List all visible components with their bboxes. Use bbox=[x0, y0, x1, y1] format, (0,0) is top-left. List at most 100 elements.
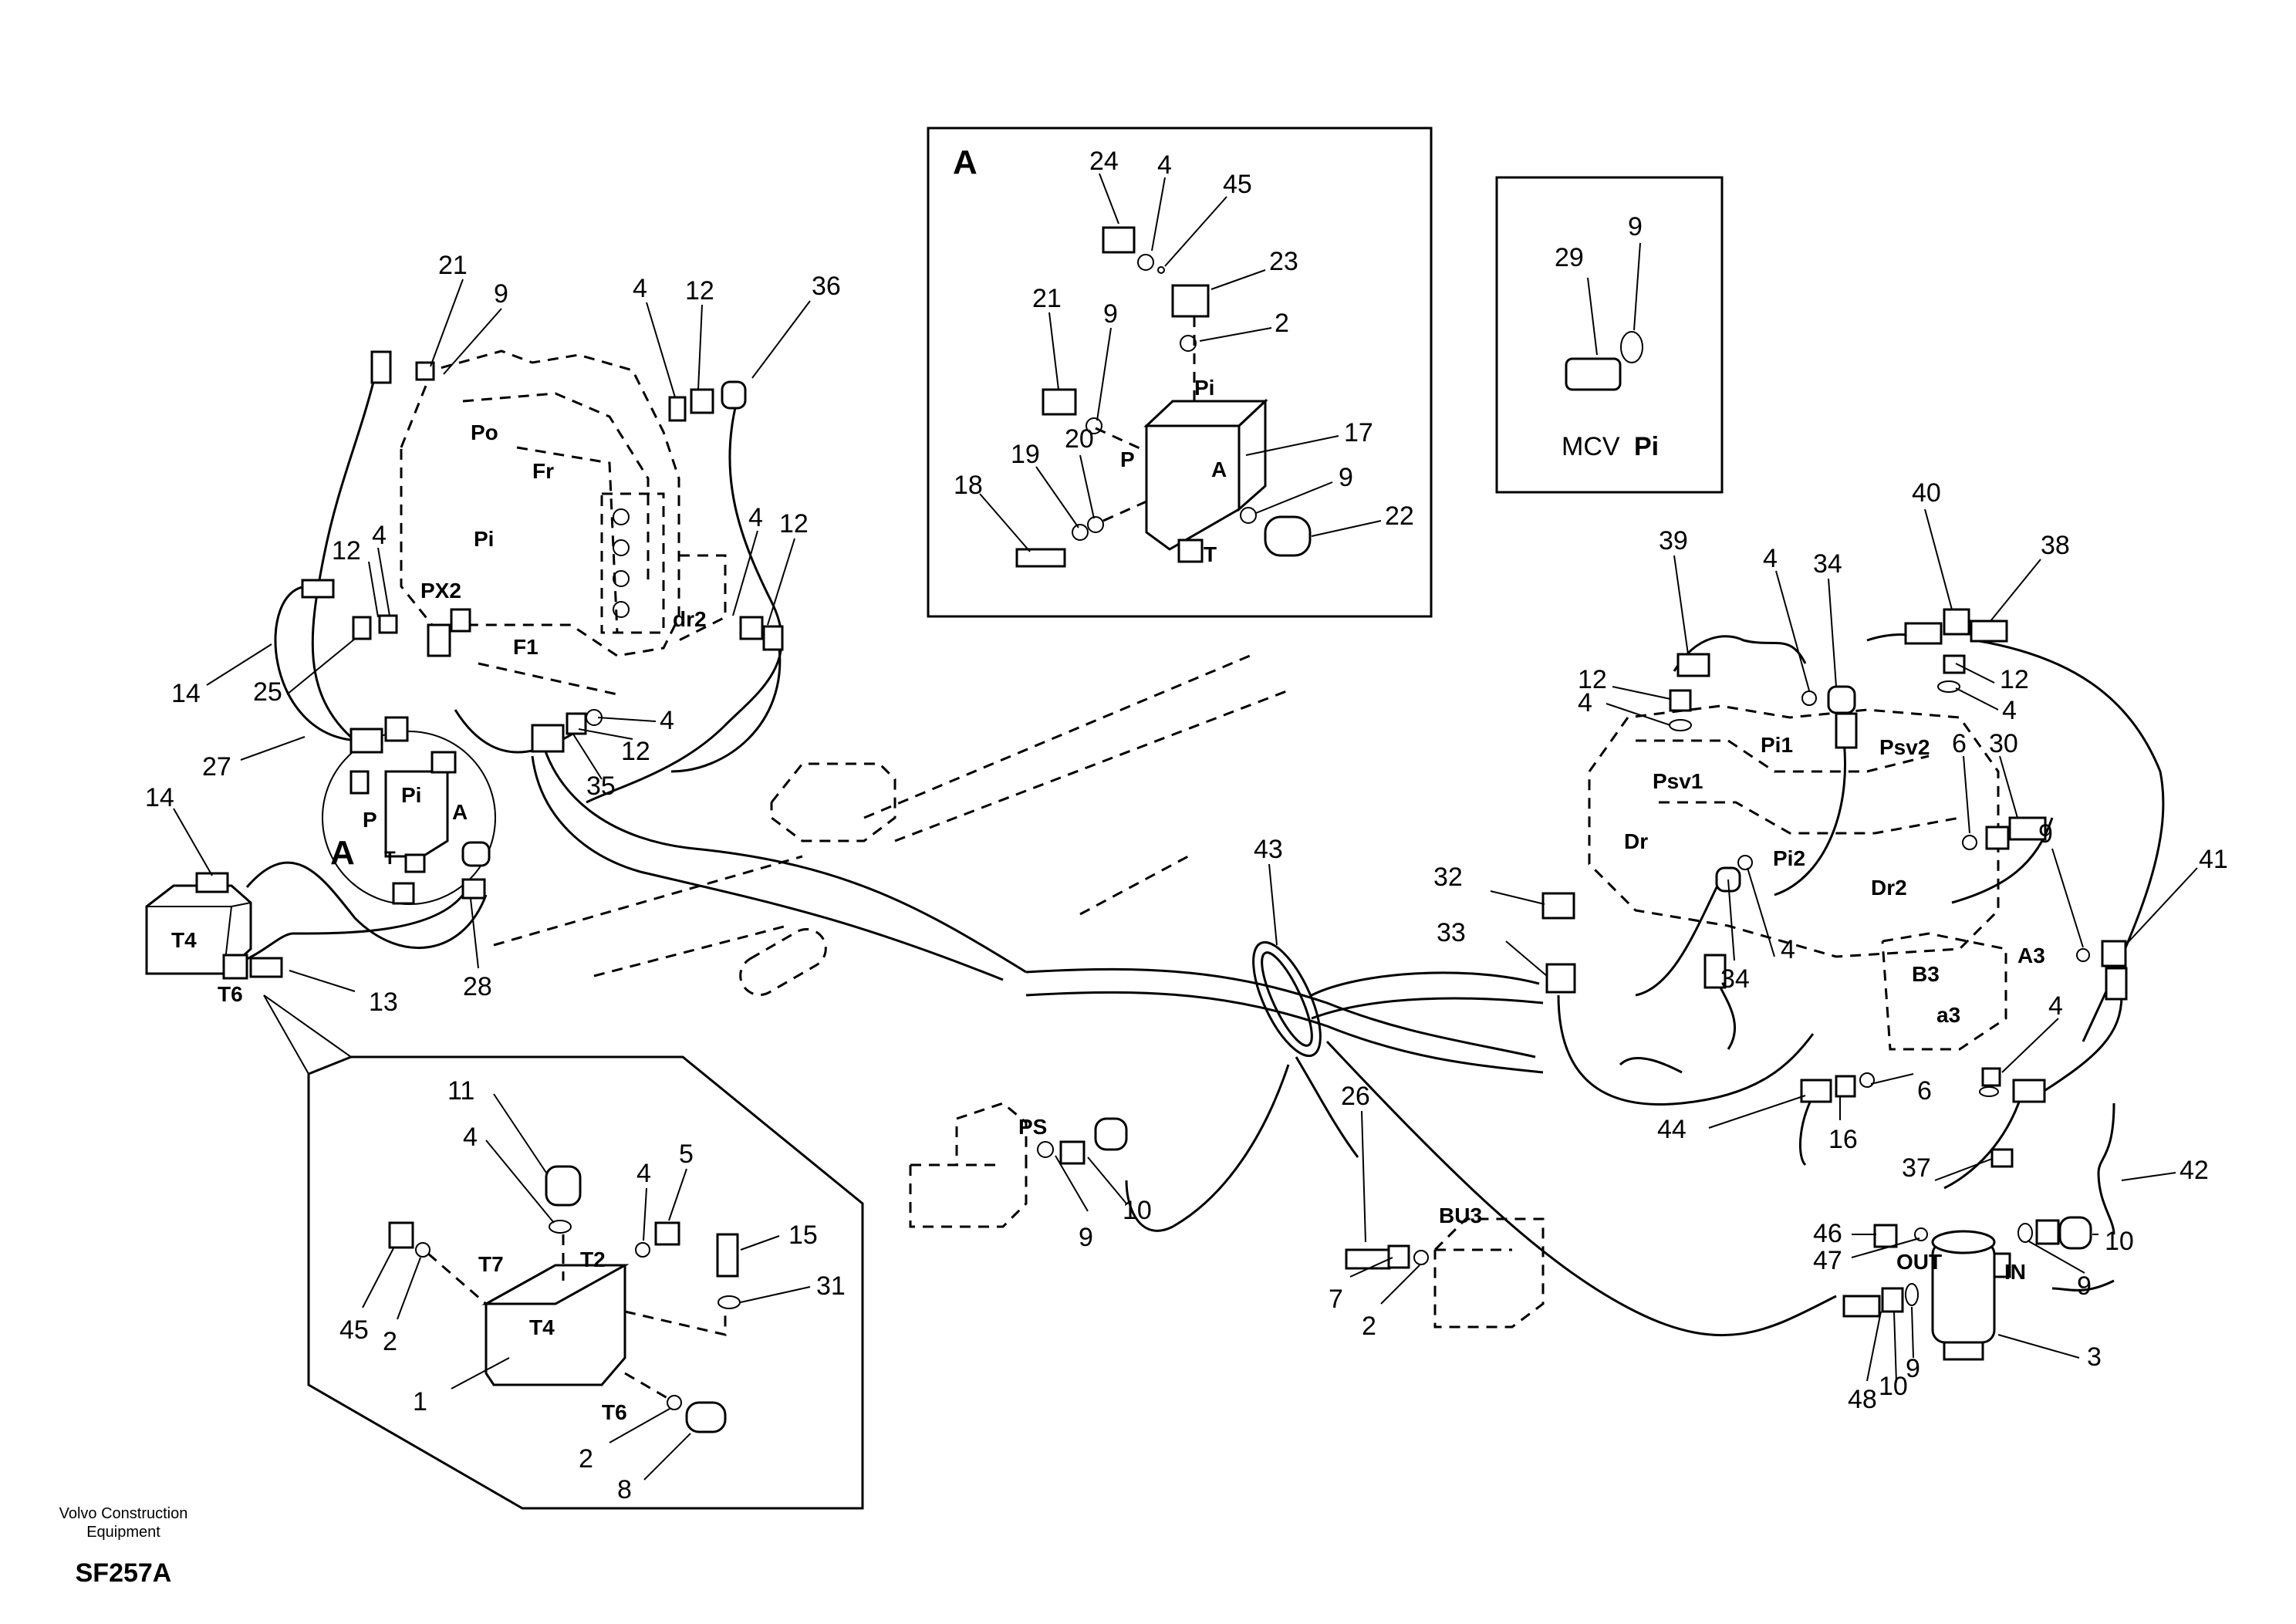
callout-22: 22 bbox=[1385, 501, 1414, 531]
port-t2: T2 bbox=[580, 1248, 606, 1271]
callout-43: 43 bbox=[1254, 835, 1283, 864]
label-t-small: T bbox=[384, 848, 396, 869]
block-callout-15: 15 bbox=[788, 1221, 818, 1250]
fitting-29 bbox=[1565, 357, 1622, 391]
hose-clamp-43 bbox=[1252, 940, 1322, 1058]
block-callout-11: 11 bbox=[447, 1076, 474, 1106]
detail-a-panel: A Pi P A T 24 4 45 23 bbox=[927, 127, 1433, 618]
callout-47: 47 bbox=[1813, 1246, 1842, 1275]
fitting-30 bbox=[2008, 816, 2047, 841]
detail-block-panel: T7 T2 T4 T6 11 4 4 5 15 31 45 2 1 2 8 bbox=[263, 994, 864, 1510]
publisher-line-1: Volvo Construction bbox=[59, 1505, 188, 1522]
callout-30: 30 bbox=[1989, 729, 2018, 758]
callout-6-lower: 6 bbox=[1917, 1076, 1932, 1106]
elbow-34 bbox=[1827, 685, 1856, 714]
callout-39: 39 bbox=[1659, 526, 1688, 555]
elbow-23 bbox=[1171, 284, 1210, 318]
callout-12-top: 12 bbox=[685, 276, 714, 306]
callout-38: 38 bbox=[2041, 531, 2070, 560]
callout-20: 20 bbox=[1065, 424, 1094, 454]
callout-12-psv1: 12 bbox=[1578, 665, 1607, 694]
valve-17 bbox=[1145, 424, 1241, 551]
callout-37: 37 bbox=[1902, 1153, 1931, 1183]
label-fr: Fr bbox=[532, 459, 554, 483]
callout-32: 32 bbox=[1433, 863, 1463, 892]
right-valve-assembly: Psv1 Pi1 Psv2 Dr Pi2 Dr2 A3 B3 a3 bbox=[1433, 478, 2228, 1414]
label-ps: PS bbox=[1018, 1115, 1047, 1139]
block-callout-31: 31 bbox=[816, 1271, 846, 1301]
callout-4-a3: 4 bbox=[2048, 991, 2063, 1021]
callout-4-left: 4 bbox=[372, 521, 387, 550]
hose-41 bbox=[2036, 994, 2123, 1097]
elbow-41 bbox=[2101, 940, 2127, 967]
callout-13: 13 bbox=[369, 988, 398, 1017]
callout-4-top: 4 bbox=[633, 274, 647, 303]
label-a3: A3 bbox=[2017, 944, 2045, 967]
label-a3-lower: a3 bbox=[1936, 1003, 1960, 1027]
callout-35: 35 bbox=[586, 771, 616, 801]
callout-36: 36 bbox=[812, 272, 841, 301]
label-pi-small: Pi bbox=[401, 783, 421, 807]
mcv-label-pi: Pi bbox=[1634, 432, 1659, 461]
hose-48 bbox=[1325, 1040, 1837, 1337]
port-a-label: A bbox=[1211, 457, 1227, 481]
fitting-25 bbox=[352, 616, 372, 640]
fitting-38 bbox=[1970, 620, 2008, 643]
callout-9-left: 9 bbox=[494, 279, 508, 309]
fitting-24 bbox=[1102, 226, 1136, 254]
left-pump-assembly: Po Fr Pi PX2 F1 dr2 Pi bbox=[145, 251, 1027, 1017]
callout-9b: 9 bbox=[1339, 463, 1353, 492]
callout-12-right: 12 bbox=[2000, 665, 2029, 694]
callout-2: 2 bbox=[1275, 309, 1289, 338]
fitting-21 bbox=[1042, 388, 1077, 416]
control-valve-outline bbox=[1588, 704, 2000, 958]
publisher-line-2: Equipment bbox=[86, 1524, 160, 1541]
mcv-callout-29: 29 bbox=[1555, 243, 1584, 272]
callout-27: 27 bbox=[202, 752, 231, 782]
label-a-small: A bbox=[452, 800, 468, 824]
label-po: Po bbox=[471, 420, 498, 444]
label-pi: Pi bbox=[474, 527, 494, 551]
callout-21-main: 21 bbox=[438, 251, 468, 280]
hose-36 bbox=[586, 400, 783, 804]
callout-26: 26 bbox=[1341, 1082, 1370, 1111]
callout-9: 9 bbox=[1103, 299, 1118, 329]
callout-28: 28 bbox=[463, 972, 492, 1001]
hose-ps bbox=[1125, 1064, 1290, 1232]
callout-12-35: 12 bbox=[621, 737, 650, 766]
callout-3: 3 bbox=[2087, 1342, 2102, 1372]
label-p-small: P bbox=[363, 808, 377, 832]
callout-21: 21 bbox=[1032, 284, 1062, 313]
callout-10-in: 10 bbox=[2105, 1227, 2134, 1256]
label-a-big: A bbox=[330, 834, 355, 872]
callout-4-pi2: 4 bbox=[1781, 935, 1795, 964]
port-pi-label: Pi bbox=[1194, 376, 1214, 400]
mcv-callout-9: 9 bbox=[1628, 212, 1643, 241]
fitting-12-top bbox=[690, 388, 714, 414]
callout-12-dr2: 12 bbox=[779, 509, 809, 539]
elbow-22 bbox=[1264, 515, 1312, 557]
port-t7: T7 bbox=[478, 1252, 504, 1276]
bolt-15 bbox=[716, 1233, 739, 1278]
label-px2: PX2 bbox=[420, 579, 461, 603]
callout-14-lower: 14 bbox=[145, 783, 174, 812]
mcv-label: MCV bbox=[1562, 432, 1620, 461]
callout-7: 7 bbox=[1329, 1285, 1343, 1314]
bu3-outline bbox=[1433, 1217, 1545, 1329]
hose-27 bbox=[454, 709, 587, 754]
callout-46: 46 bbox=[1813, 1219, 1842, 1248]
callout-4-dr2: 4 bbox=[748, 503, 763, 532]
label-out: OUT bbox=[1896, 1250, 1942, 1274]
callout-9-a3: 9 bbox=[2038, 819, 2053, 849]
hose-21 bbox=[311, 362, 380, 742]
callout-34-lower: 34 bbox=[1720, 964, 1750, 994]
label-dr: Dr bbox=[1624, 829, 1648, 853]
callout-19: 19 bbox=[1011, 440, 1040, 469]
callout-4-right: 4 bbox=[2002, 696, 2017, 725]
callout-42: 42 bbox=[2180, 1156, 2209, 1185]
port-t6: T6 bbox=[602, 1400, 627, 1424]
port-t4: T4 bbox=[529, 1315, 555, 1339]
plug-45 bbox=[388, 1221, 414, 1249]
